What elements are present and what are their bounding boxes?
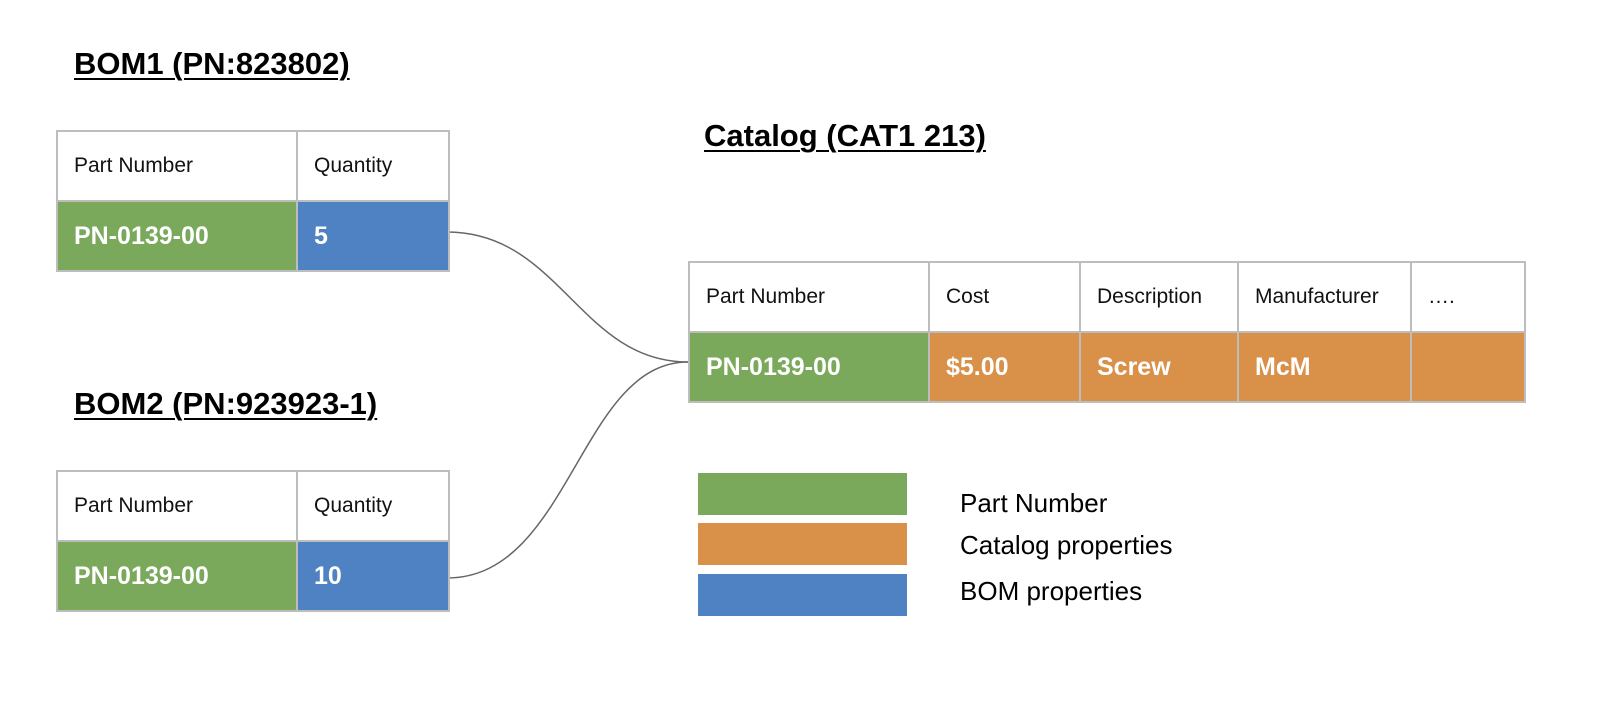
legend-label-catalog-properties: Catalog properties: [960, 530, 1173, 560]
catalog-table: Part Number Cost Description Manufacture…: [688, 261, 1526, 403]
description-cell: Screw: [1079, 331, 1239, 403]
part-number-cell: PN-0139-00: [56, 200, 298, 272]
table-row: PN-0139-00 $5.00 Screw McM: [688, 331, 1526, 403]
column-header: Quantity: [296, 470, 450, 542]
column-header: Description: [1079, 261, 1239, 333]
part-number-cell: PN-0139-00: [688, 331, 930, 403]
catalog-title: Catalog (CAT1 213): [704, 118, 986, 153]
column-header: Part Number: [688, 261, 930, 333]
legend-label-part-number: Part Number: [960, 488, 1108, 518]
quantity-cell: 5: [296, 200, 450, 272]
column-header: Cost: [928, 261, 1081, 333]
bom2-table: Part Number Quantity PN-0139-00 10: [56, 470, 450, 612]
table-header-row: Part Number Quantity: [56, 130, 450, 202]
table-header-row: Part Number Quantity: [56, 470, 450, 542]
table-row: PN-0139-00 5: [56, 200, 450, 272]
column-header: Part Number: [56, 130, 298, 202]
bom2-title: BOM2 (PN:923923-1): [74, 386, 378, 421]
quantity-cell: 10: [296, 540, 450, 612]
column-header: Manufacturer: [1237, 261, 1412, 333]
table-header-row: Part Number Cost Description Manufacture…: [688, 261, 1526, 333]
bom1-title: BOM1 (PN:823802): [74, 46, 350, 81]
legend-swatch-part-number: [698, 473, 907, 515]
cost-cell: $5.00: [928, 331, 1081, 403]
legend-swatch-bom-properties: [698, 574, 907, 616]
legend-swatch-catalog-properties: [698, 523, 907, 565]
part-number-cell: PN-0139-00: [56, 540, 298, 612]
column-header: Part Number: [56, 470, 298, 542]
bom1-to-catalog-connector: [446, 231, 689, 363]
column-header: ….: [1410, 261, 1526, 333]
bom1-table: Part Number Quantity PN-0139-00 5: [56, 130, 450, 272]
more-cell: [1410, 331, 1526, 403]
table-row: PN-0139-00 10: [56, 540, 450, 612]
manufacturer-cell: McM: [1237, 331, 1412, 403]
bom2-to-catalog-connector: [446, 361, 689, 579]
column-header: Quantity: [296, 130, 450, 202]
legend-label-bom-properties: BOM properties: [960, 576, 1143, 606]
